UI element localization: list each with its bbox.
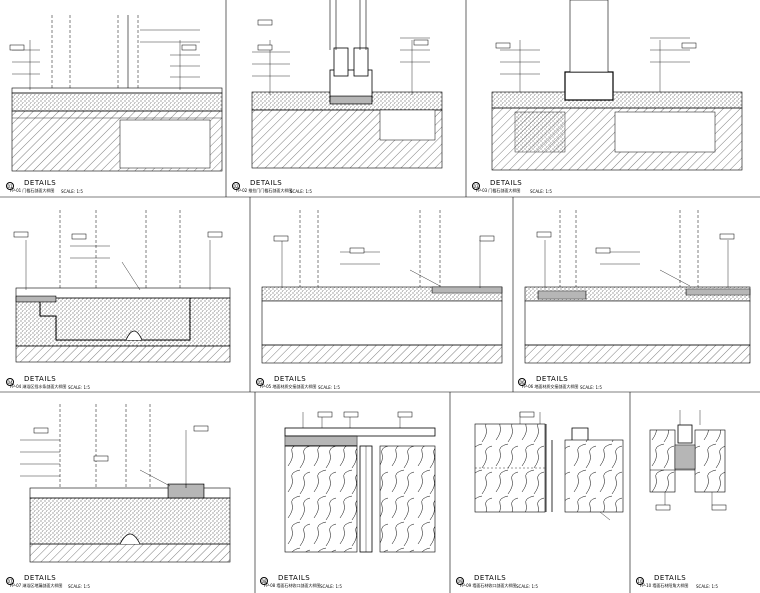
detail-title: DETAILS [24, 375, 57, 383]
detail-title: DETAILS [24, 179, 57, 187]
detail-subtitle: FP-05 地面材质交接剖面大样图 [260, 384, 317, 389]
detail-number: 02 [232, 182, 240, 190]
detail-scale: SCALE: 1:5 [530, 189, 552, 194]
detail-number: 03 [472, 182, 480, 190]
detail-03-drawing [491, 0, 743, 171]
detail-number: 09 [456, 577, 464, 585]
detail-scale: SCALE: 1:5 [580, 385, 602, 390]
detail-09-drawing [474, 412, 624, 521]
detail-number: 06 [518, 378, 526, 386]
detail-scale: SCALE: 1:5 [696, 584, 718, 589]
detail-subtitle: FP-06 地面材质交接剖面大样图 [522, 384, 579, 389]
detail-08-drawing [284, 412, 436, 553]
detail-subtitle: FP-10 墙面石材阳角大样图 [640, 583, 689, 588]
detail-07-drawing [20, 404, 231, 563]
detail-title: DETAILS [536, 375, 569, 383]
detail-number: 05 [256, 378, 264, 386]
detail-10-drawing [649, 410, 726, 505]
detail-scale: SCALE: 1:5 [61, 189, 83, 194]
detail-subtitle: FP-09 墙面石材收口剖面大样图 [460, 583, 517, 588]
detail-title: DETAILS [474, 574, 507, 582]
detail-scale: SCALE: 1:5 [320, 584, 342, 589]
detail-number: 07 [6, 577, 14, 585]
detail-scale: SCALE: 1:5 [68, 584, 90, 589]
detail-05-drawing [261, 210, 503, 364]
detail-title: DETAILS [654, 574, 687, 582]
detail-04-drawing [15, 210, 231, 363]
detail-subtitle: FP-02 推拉门门槛石剖面大样图 [236, 188, 293, 193]
callout-tags [9, 19, 735, 511]
detail-02-drawing [251, 0, 443, 169]
detail-title: DETAILS [24, 574, 57, 582]
detail-title: DETAILS [490, 179, 523, 187]
detail-06-drawing [524, 210, 751, 364]
detail-title: DETAILS [278, 574, 311, 582]
detail-subtitle: FP-07 淋浴区地漏剖面大样图 [10, 583, 63, 588]
detail-title: DETAILS [250, 179, 283, 187]
detail-scale: SCALE: 1:5 [290, 189, 312, 194]
detail-scale: SCALE: 1:5 [516, 584, 538, 589]
detail-title: DETAILS [274, 375, 307, 383]
detail-subtitle: FP-04 淋浴区挡水条剖面大样图 [10, 384, 67, 389]
detail-01-drawing [11, 15, 223, 172]
detail-subtitle: FP-08 墙面石材收口剖面大样图 [264, 583, 321, 588]
detail-subtitle: FP-01 门槛石剖面大样图 [10, 188, 55, 193]
detail-subtitle: FP-03 门槛石剖面大样图 [476, 188, 521, 193]
detail-number: 10 [636, 577, 644, 585]
detail-number: 04 [6, 378, 14, 386]
detail-scale: SCALE: 1:5 [68, 385, 90, 390]
detail-scale: SCALE: 1:5 [318, 385, 340, 390]
detail-number: 08 [260, 577, 268, 585]
detail-number: 01 [6, 182, 14, 190]
